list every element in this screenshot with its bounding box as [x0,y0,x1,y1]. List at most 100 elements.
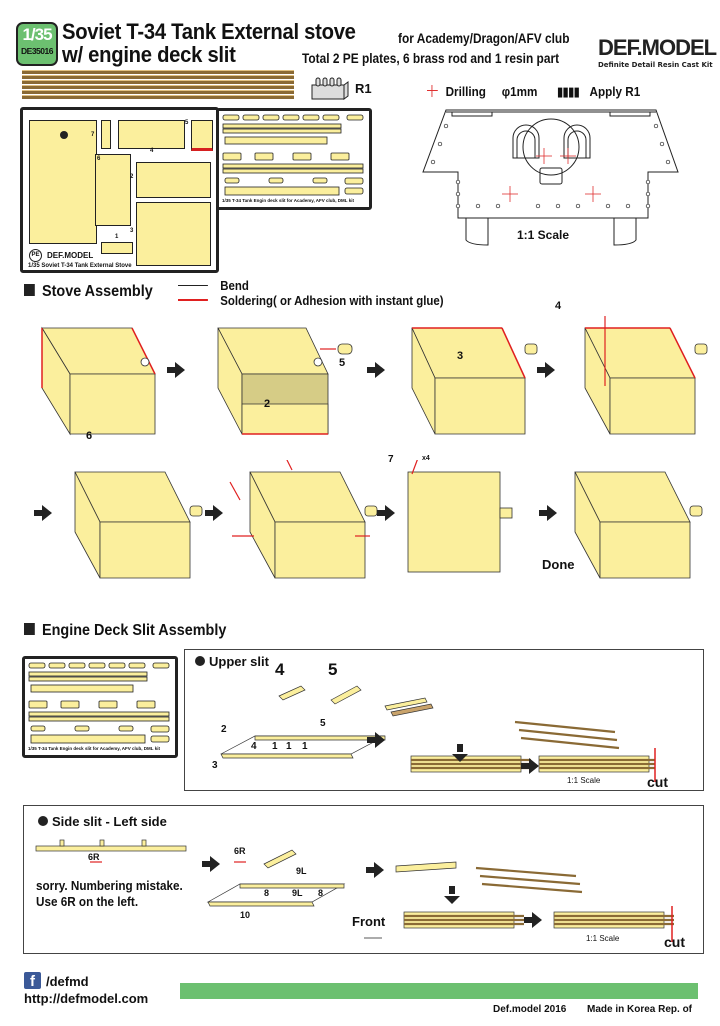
drilling-label: Drilling [445,84,486,99]
part-number: 5 [185,120,189,126]
upper-slit-panel: Upper slit 4 5 2 4 1 1 1 5 3 1:1 Scale c… [184,649,704,791]
brand-tagline: Definite Detail Resin Cast Kit [598,61,713,69]
note-line-2: Use 6R on the left. [36,894,139,909]
bend-arrow-icon [178,285,208,286]
side-scale-note: 1:1 Scale [586,934,620,943]
drill-size: φ1mm [501,84,538,99]
callout-label: 8 [318,888,324,898]
step-arrow-icon [521,758,539,774]
legend-bend: Bend [178,278,249,293]
part-label-7: 7 [388,454,394,465]
part-number: 2 [130,174,134,180]
upper-cut-label: cut [647,774,668,790]
bullet-icon [38,816,48,826]
side-part-label: 6R [88,852,100,862]
pe-part-7 [101,120,111,149]
pe-part-4 [118,120,185,149]
resin-part-label: R1 [355,81,372,96]
footer-green-bar [180,983,698,999]
title-line-1: Soviet T-34 Tank External stove [62,19,356,44]
drill-cross-icon [427,85,438,97]
side-slit-panel: Side slit - Left side 6R sorry. Numberin… [23,805,704,954]
step-arrow-icon [367,732,385,748]
pe-part-6-flap [95,154,131,226]
step-arrow-icon [205,505,223,521]
step-arrow-down-icon [452,744,468,762]
numbering-note: sorry. Numbering mistake. Use 6R on the … [36,878,183,910]
callout-label: 9L [292,888,303,898]
resin-pins-icon: ▮▮▮▮ [556,84,580,99]
callout-label: 3 [212,760,218,771]
callout-label: 4 [275,660,285,679]
part-label-3: 3 [457,350,464,362]
part-label-4: 4 [555,300,562,312]
pe-part-5 [191,120,213,151]
upper-scale-note: 1:1 Scale [567,776,601,785]
part-number: 4 [150,148,154,154]
origin-text: Made in Korea Rep. of [587,1004,693,1015]
brass-rod [22,70,294,74]
facebook-handle[interactable]: /defmd [46,974,89,989]
step-arrow-icon [202,856,220,872]
brass-rods [22,70,294,100]
scale-badge: 1/35 DE35016 [16,22,58,66]
pe-deck-caption: 1/35 T-34 Tank Engin deck slit for Acade… [28,746,160,751]
stove-steps-row-1 [41,316,708,436]
bullet-icon [195,656,205,666]
part-number: 1 [115,234,119,240]
done-label: Done [542,557,575,572]
side-slit-diagram [35,839,674,942]
pe-brand: DEF.MODEL [47,251,94,260]
website-link[interactable]: http://defmodel.com [24,991,149,1006]
product-code: DE35016 [21,46,53,56]
callout-label: 9L [296,866,307,876]
tank-scale-note: 1:1 Scale [517,228,570,242]
step-arrow-icon [34,505,52,521]
pe-part-2 [136,162,211,198]
stove-steps-row-2 [74,460,703,579]
section-bullet-icon [24,284,35,296]
legend-solder: Soldering( or Adhesion with instant glue… [178,293,444,308]
step-arrow-icon [377,505,395,521]
drilling-legend: Drilling φ1mm ▮▮▮▮ Apply R1 [427,84,640,100]
part-number: 7 [91,132,95,138]
page-title: Soviet T-34 Tank External stove w/ engin… [62,20,356,66]
solder-line-icon [178,299,208,301]
brass-rod [22,95,294,99]
upper-slit-diagram [220,685,656,782]
apply-label: Apply R1 [589,84,641,99]
brass-rod [22,85,294,89]
pe-deck-caption: 1/35 T-34 Tank Engin deck slit for Acade… [222,198,354,203]
callout-label: 10 [240,910,251,920]
compatibility-text: for Academy/Dragon/AFV club [398,30,570,46]
tank-rear-plate-diagram [422,109,679,246]
note-line-1: sorry. Numbering mistake. [36,878,183,893]
part-label-2: 2 [264,398,271,410]
pe-caption: 1/35 Soviet T-34 Tank External Stove [28,263,132,269]
step-arrow-icon [539,505,557,521]
copyright-text: Def.model 2016 [493,1004,567,1015]
pe-sheet-deck: 1/35 T-34 Tank Engin deck slit for Acade… [216,108,372,210]
callout-label: 1 [302,741,308,752]
callout-label: 5 [320,718,326,729]
facebook-icon[interactable]: f [24,972,41,990]
brass-rod [22,80,294,84]
pe-part-3 [136,202,211,266]
upper-slit-title: Upper slit [195,654,269,669]
step-arrow-icon [524,912,542,928]
assembly-red-arrows [229,460,418,537]
scale-text: 1/35 [22,25,52,44]
step-arrow-icon [367,362,385,378]
pe-part-1 [101,242,133,254]
step-arrow-icon [366,862,384,878]
callout-label: 2 [221,724,227,735]
title-line-2: w/ engine deck slit [62,42,236,67]
quantity-label: x4 [422,455,430,462]
callout-label: 5 [328,660,338,679]
brand-logo: DEF.MODEL Definite Detail Resin Cast Kit [598,35,720,70]
contents-text: Total 2 PE plates, 6 brass rod and 1 res… [302,50,560,66]
drill-markers [502,148,601,202]
part-number: 3 [130,228,134,234]
step-arrow-icon [537,362,555,378]
callout-label: 6R [234,846,246,856]
